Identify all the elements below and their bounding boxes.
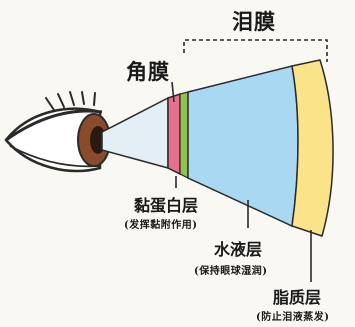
mucin-layer-band (167, 92, 181, 176)
tear-film-bracket (183, 39, 328, 62)
tear-film-label: 泪膜 (232, 9, 276, 34)
cornea-label: 角膜 (126, 59, 170, 84)
lipid-layer-band (291, 59, 334, 237)
aqueous-function-label: (保持眼球湿润) (194, 266, 268, 277)
cornea-pointer (171, 81, 175, 103)
mucin-layer-label: 黏蛋白层 (134, 196, 199, 215)
lipid-function-label: (防止泪液蒸发) (256, 312, 330, 323)
aqueous-layer-band (187, 65, 299, 228)
mucin-aqueous-boundary-band (179, 91, 189, 179)
aqueous-layer-label: 水液层 (214, 240, 263, 259)
eye-icon (4, 91, 111, 173)
lipid-layer-label: 脂质层 (273, 288, 322, 307)
light-beam (101, 96, 169, 169)
mucin-function-label: (发挥黏附作用) (124, 220, 198, 231)
